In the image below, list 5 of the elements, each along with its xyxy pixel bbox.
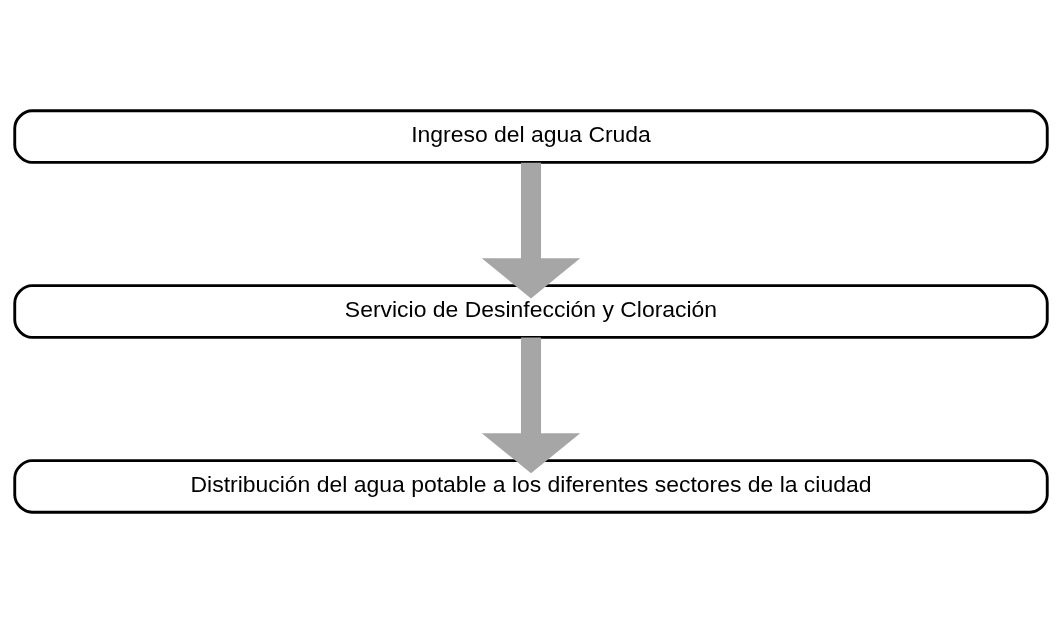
arrow — [481, 162, 581, 299]
node-box: Ingreso del agua Cruda — [13, 109, 1049, 164]
node-box: Servicio de Desinfección y Cloración — [13, 284, 1049, 339]
arrow — [481, 337, 581, 474]
node-box: Distribución del agua potable a los diferentes sectores de la ciudad — [13, 459, 1049, 514]
